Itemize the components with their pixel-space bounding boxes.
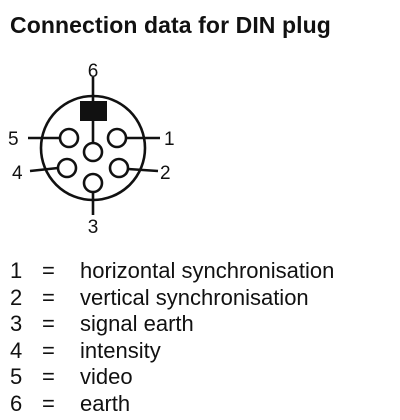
- legend-equals: =: [42, 311, 55, 336]
- pin-socket-2: [108, 157, 130, 179]
- legend-equals: =: [42, 284, 55, 310]
- legend-equals: =: [42, 337, 55, 363]
- legend-pin-number: 1: [10, 258, 23, 283]
- pin-socket-6: [82, 141, 104, 163]
- pin-label-6: 6: [88, 61, 99, 82]
- pin-legend: 1 = horizontal synchronisation 2 = verti…: [10, 258, 334, 417]
- pin-label-3: 3: [88, 217, 99, 238]
- key-notch: [80, 101, 107, 121]
- legend-item: 2 = vertical synchronisation: [10, 285, 334, 312]
- pin-label-1: 1: [164, 129, 175, 150]
- leader-line-4: [29, 166, 59, 173]
- legend-pin-number: 2: [10, 284, 23, 310]
- legend-item: 5 = video: [10, 364, 334, 391]
- pin-label-2: 2: [160, 163, 171, 184]
- legend-description: signal earth: [80, 311, 194, 336]
- din-plug-diagram: 6 5 1 4 2 3: [8, 61, 175, 238]
- pin-socket-4: [56, 157, 78, 179]
- pin-socket-1: [106, 127, 128, 149]
- page-title: Connection data for DIN plug: [10, 12, 331, 38]
- legend-equals: =: [42, 364, 55, 389]
- legend-description: video: [80, 364, 133, 389]
- legend-item: 6 = earth: [10, 391, 334, 418]
- legend-equals: =: [42, 390, 55, 416]
- leader-line-2: [127, 167, 159, 173]
- pin-label-4: 4: [12, 163, 23, 184]
- legend-pin-number: 6: [10, 390, 23, 416]
- pin-label-5: 5: [8, 129, 19, 150]
- legend-description: horizontal synchronisation: [80, 258, 335, 283]
- legend-pin-number: 5: [10, 364, 23, 389]
- pin-socket-3: [82, 172, 104, 194]
- legend-description: intensity: [80, 337, 161, 363]
- legend-pin-number: 3: [10, 311, 23, 336]
- legend-description: vertical synchronisation: [80, 284, 309, 310]
- legend-item: 3 = signal earth: [10, 311, 334, 338]
- legend-item: 4 = intensity: [10, 338, 334, 365]
- legend-pin-number: 4: [10, 337, 23, 363]
- legend-item: 1 = horizontal synchronisation: [10, 258, 334, 285]
- legend-description: earth: [80, 390, 131, 416]
- pin-socket-5: [58, 127, 80, 149]
- legend-equals: =: [42, 258, 55, 283]
